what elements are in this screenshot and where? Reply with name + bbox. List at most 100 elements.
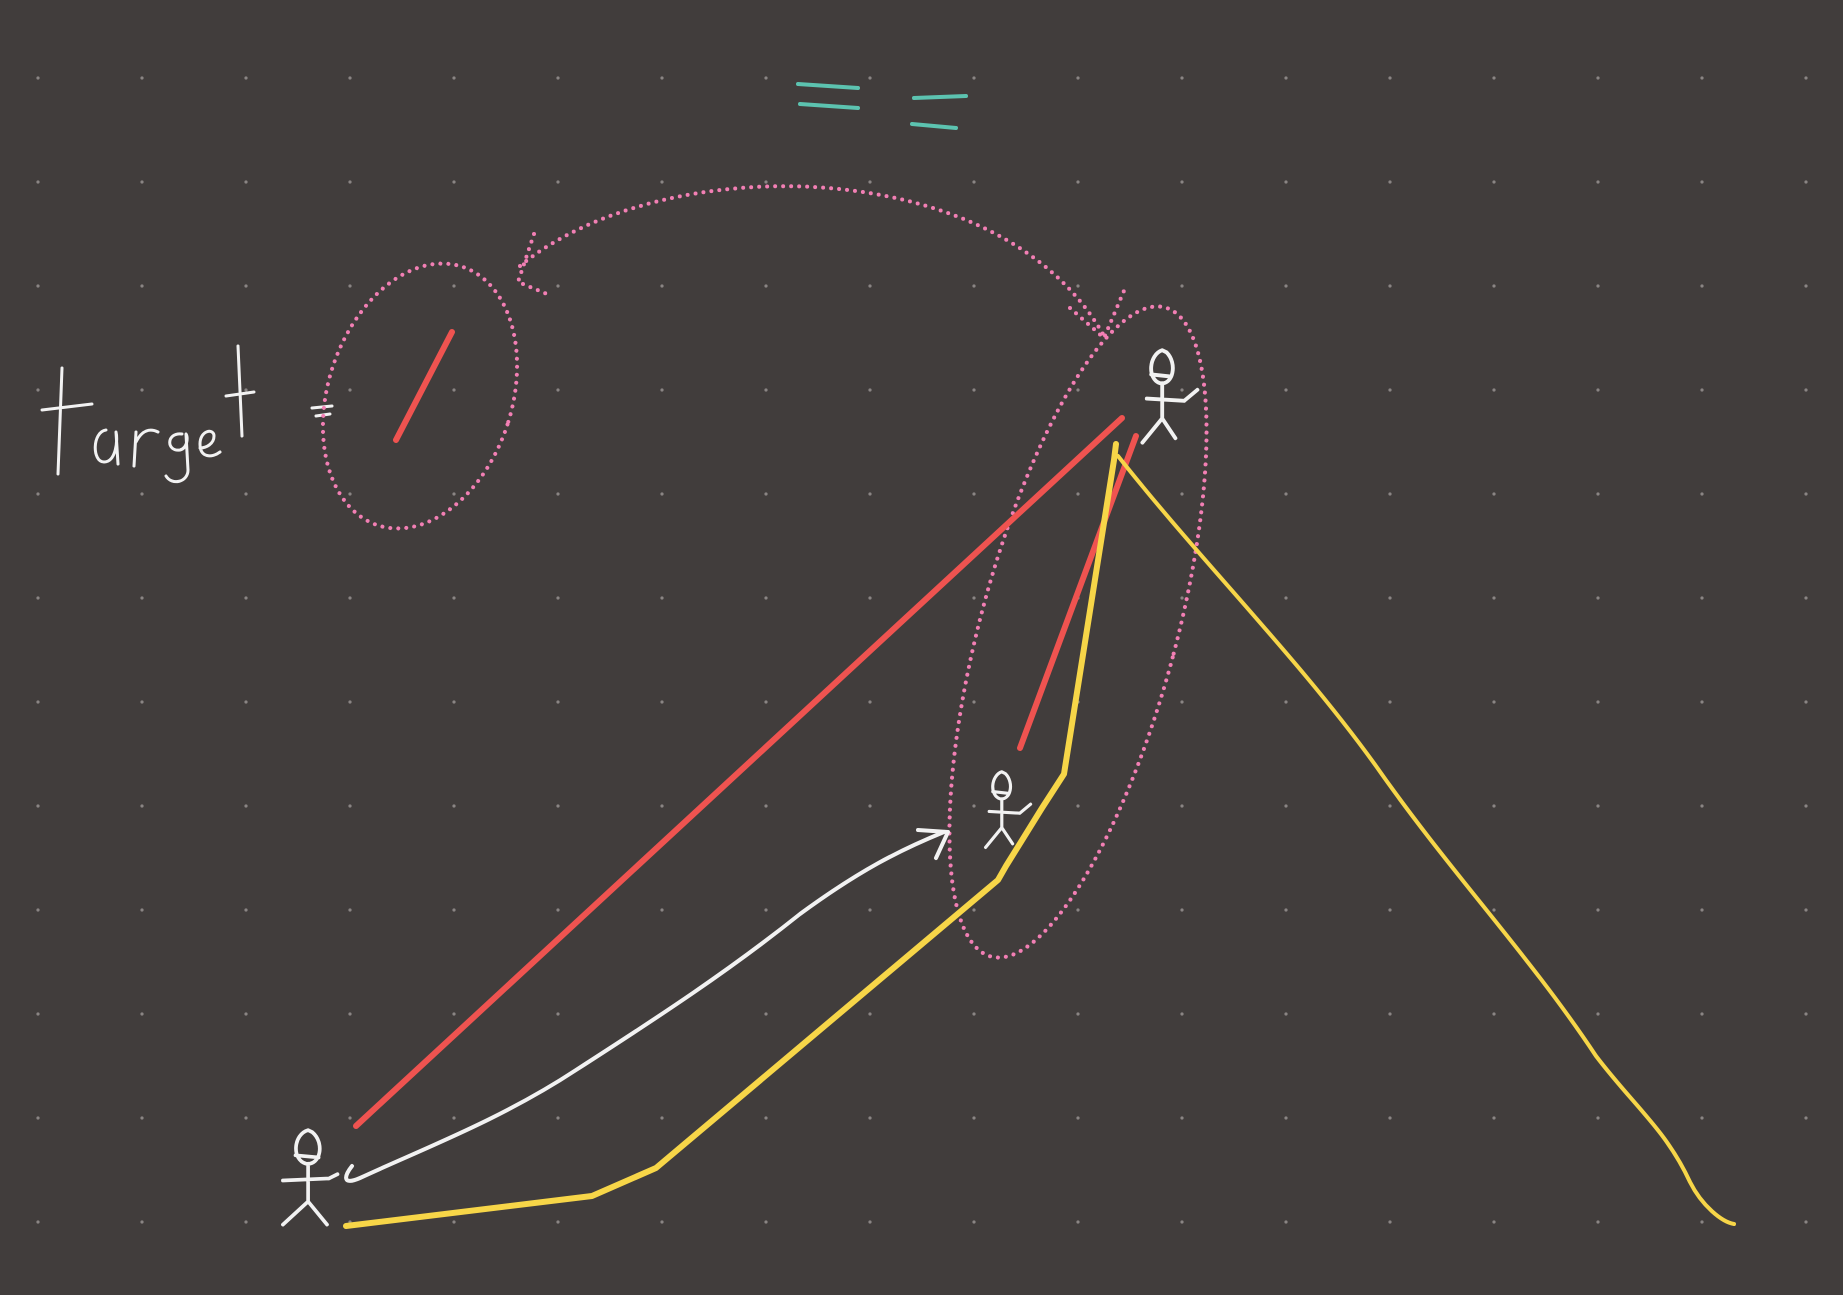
grid-dot (868, 804, 872, 808)
stick-figure-icon (984, 770, 1033, 849)
grid-dot (556, 908, 560, 912)
grid-dot (764, 388, 768, 392)
grid-dot (140, 1012, 144, 1016)
grid-dot (1388, 1220, 1392, 1224)
grid-dot (1076, 908, 1080, 912)
grid-dot (452, 596, 456, 600)
grid-dot (1596, 284, 1600, 288)
grid-dot (244, 76, 248, 80)
grid-dot (1804, 1012, 1808, 1016)
arrowhead-icon (516, 232, 1128, 340)
grid-dot (660, 76, 664, 80)
grid-dot (1492, 76, 1496, 80)
grid-dot (348, 908, 352, 912)
grid-dot (452, 1116, 456, 1120)
grid-dot (140, 180, 144, 184)
grid-dot (868, 492, 872, 496)
grid-dot (1596, 1220, 1600, 1224)
grid-dot (1700, 1012, 1704, 1016)
grid-dot (972, 180, 976, 184)
grid-dot (1388, 180, 1392, 184)
grid-dot (660, 804, 664, 808)
grid-dot (868, 908, 872, 912)
grid-dot (1804, 1116, 1808, 1120)
grid-dot (972, 492, 976, 496)
grid-dot (1388, 908, 1392, 912)
grid-dot (1284, 1116, 1288, 1120)
grid-dot (1180, 1012, 1184, 1016)
grid-dot (1700, 388, 1704, 392)
white-movement-arrow (344, 828, 950, 1183)
grid-dot (764, 804, 768, 808)
grid-dot (1700, 180, 1704, 184)
yellow-path (343, 441, 1736, 1229)
grid-dot (1388, 388, 1392, 392)
grid-dot (1700, 1220, 1704, 1224)
grid-dot (1804, 284, 1808, 288)
grid-dot (452, 180, 456, 184)
grid-dot (36, 596, 40, 600)
grid-dot (1284, 492, 1288, 496)
grid-dot (764, 1012, 768, 1016)
grid-dot (452, 700, 456, 704)
grid-dot (1492, 804, 1496, 808)
grid-dot (660, 492, 664, 496)
grid-dot (1284, 1220, 1288, 1224)
grid-dot (764, 492, 768, 496)
grid-dot (972, 284, 976, 288)
red-line-target (393, 329, 455, 443)
grid-dot (1700, 492, 1704, 496)
grid-dot (1388, 76, 1392, 80)
grid-dot (348, 596, 352, 600)
grid-dot (1388, 1012, 1392, 1016)
grid-dot (556, 388, 560, 392)
grid-dot (660, 596, 664, 600)
grid-dot (1700, 596, 1704, 600)
grid-dot (1700, 804, 1704, 808)
equals-sign-icon (796, 82, 968, 130)
grid-dot (1076, 1220, 1080, 1224)
grid-dot (1596, 1012, 1600, 1016)
grid-dot (660, 1116, 664, 1120)
grid-dot (972, 1220, 976, 1224)
grid-dot (1492, 284, 1496, 288)
grid-dot (1076, 1012, 1080, 1016)
grid-dot (764, 908, 768, 912)
target-circle (320, 261, 520, 531)
grid-dot (36, 492, 40, 496)
grid-dot (1596, 804, 1600, 808)
grid-dot (660, 1220, 664, 1224)
grid-dot (1804, 492, 1808, 496)
grid-dot (868, 1012, 872, 1016)
grid-dot (1284, 700, 1288, 704)
grid-dot (972, 700, 976, 704)
handwritten-target-strokes (40, 344, 256, 484)
grid-dot (868, 1220, 872, 1224)
grid-dot (348, 804, 352, 808)
grid-dot (1388, 804, 1392, 808)
grid-dot (348, 492, 352, 496)
grid-dot (868, 596, 872, 600)
grid-dot (140, 76, 144, 80)
grid-dot (1492, 700, 1496, 704)
grid-dot (556, 1116, 560, 1120)
grid-dot (1804, 1220, 1808, 1224)
red-line-short (1017, 433, 1139, 751)
grid-dot (868, 388, 872, 392)
grid-dot (36, 76, 40, 80)
grid-dot (1804, 804, 1808, 808)
grid-dot (452, 284, 456, 288)
grid-dot (1180, 700, 1184, 704)
grid-dot (1492, 596, 1496, 600)
grid-dot (972, 76, 976, 80)
grid-dot (244, 908, 248, 912)
grid-dot (1804, 180, 1808, 184)
grid-dot (1492, 908, 1496, 912)
stick-figure-icon (281, 1128, 340, 1227)
grid-dot (244, 1116, 248, 1120)
grid-dot (1492, 1220, 1496, 1224)
grid-dot (1180, 908, 1184, 912)
grid-dot (348, 700, 352, 704)
grid-dot (1284, 596, 1288, 600)
